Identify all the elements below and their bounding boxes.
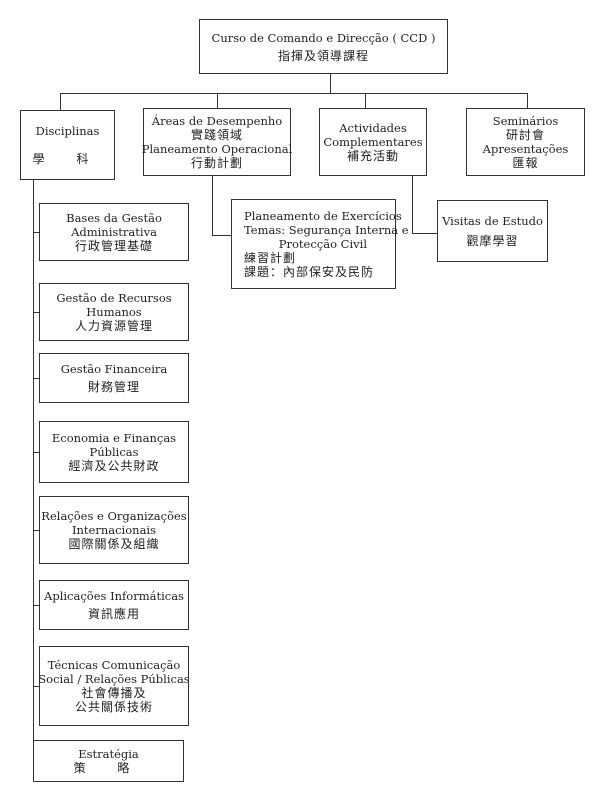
- seminarios-title-cn: 研討會: [505, 128, 545, 142]
- subject-box-tecnicas-comunicacao: Técnicas Comunicação Social / Relações P…: [38, 646, 190, 726]
- areas-title: Áreas de Desempenho: [151, 114, 283, 128]
- visitas-title: Visitas de Estudo: [442, 214, 543, 228]
- actividades-title: Actividades: [339, 121, 407, 135]
- subject-title: Gestão Financeira: [60, 362, 168, 376]
- subject-title-cn: 財務管理: [87, 380, 140, 394]
- apresentacoes-title: Apresentações: [482, 142, 569, 156]
- connector-root-down: [330, 74, 332, 94]
- subject-title-cn: 社會傳播及: [81, 686, 147, 700]
- areas-box: Áreas de Desempenho 實踐領域 Planeamento Ope…: [141, 108, 293, 176]
- subject-box-aplicacoes-informaticas: Aplicações Informáticas 資訊應用: [39, 580, 189, 630]
- connector-to-subject-2: [33, 312, 39, 314]
- subject-title-cn: 行政管理基礎: [74, 239, 153, 253]
- subject-title-2: Internacionais: [71, 523, 157, 537]
- connector-to-subject-4: [33, 452, 39, 454]
- connector-to-subject-7: [33, 686, 39, 688]
- areas-subtitle-cn: 行動計劃: [190, 156, 243, 170]
- seminarios-box: Seminários 研討會 Apresentações 匯報: [466, 108, 585, 176]
- subject-title-2: Humanos: [86, 305, 142, 319]
- subject-title: Relações e Organizações: [41, 509, 187, 523]
- connector-branch-bar: [60, 93, 528, 95]
- connector-to-subject-6: [33, 605, 39, 607]
- connector-to-exercicios: [212, 235, 231, 237]
- connector-to-actividades: [365, 93, 367, 108]
- actividades-title-cn: 補充活動: [346, 149, 399, 163]
- connector-to-subject-1: [33, 232, 39, 234]
- disciplinas-box: Disciplinas 學 科: [20, 110, 115, 180]
- connector-areas-down: [212, 176, 214, 236]
- connector-to-visitas: [412, 233, 437, 235]
- subject-title-cn: 人力資源管理: [74, 319, 153, 333]
- connector-actividades-down: [412, 176, 414, 234]
- exercicios-temas-2: Protecção Civil: [278, 237, 367, 251]
- subject-title-cn: 策 略: [73, 761, 144, 775]
- subject-box-estrategia: Estratégia 策 略: [33, 740, 184, 782]
- connector-to-seminarios: [527, 93, 529, 108]
- connector-to-subject-3: [33, 378, 39, 380]
- connector-to-disciplinas: [60, 93, 62, 110]
- subject-title: Gestão de Recursos: [56, 291, 172, 305]
- subject-title-cn: 經濟及公共財政: [68, 459, 160, 473]
- exercicios-temas: Temas: Segurança Interna e: [244, 223, 409, 237]
- subject-box-recursos-humanos: Gestão de Recursos Humanos 人力資源管理: [39, 283, 189, 341]
- subject-title: Economia e Finanças: [51, 431, 177, 445]
- subject-title: Técnicas Comunicação: [47, 658, 181, 672]
- root-title: Curso de Comando e Direcção ( CCD ): [211, 30, 436, 45]
- subject-box-relacoes-internacionais: Relações e Organizações Internacionais 國…: [39, 496, 189, 564]
- areas-title-cn: 實踐領域: [190, 128, 243, 142]
- subject-title: Aplicações Informáticas: [44, 589, 184, 603]
- subject-title-cn: 國際關係及組織: [68, 537, 160, 551]
- subject-title-2: Públicas: [89, 445, 139, 459]
- subject-box-economia-financas: Economia e Finanças Públicas 經濟及公共財政: [39, 421, 189, 483]
- subject-box-bases-gestao: Bases da Gestão Administrativa 行政管理基礎: [39, 203, 189, 261]
- exercicios-temas-cn: 課題：內部保安及民防: [244, 265, 375, 279]
- subject-title: Bases da Gestão: [66, 211, 162, 225]
- seminarios-title: Seminários: [492, 114, 559, 128]
- exercicios-title: Planeamento de Exercícios: [244, 209, 402, 223]
- connector-disciplinas-spine: [33, 180, 35, 765]
- actividades-box: Actividades Complementares 補充活動: [319, 108, 427, 176]
- connector-to-subject-5: [33, 530, 39, 532]
- subject-title: Estratégia: [78, 747, 139, 761]
- disciplinas-label-cn: 學 科: [32, 151, 103, 166]
- apresentacoes-title-cn: 匯報: [512, 156, 539, 170]
- exercicios-box: Planeamento de Exercícios Temas: Seguran…: [231, 199, 409, 289]
- subject-box-gestao-financeira: Gestão Financeira 財務管理: [39, 353, 189, 403]
- root-title-cn: 指揮及領導課程: [277, 48, 369, 63]
- visitas-title-cn: 觀摩學習: [466, 234, 519, 248]
- subject-title-2: Social / Relações Públicas: [38, 672, 190, 686]
- actividades-title-2: Complementares: [323, 135, 423, 149]
- subject-title-2: Administrativa: [71, 225, 157, 239]
- areas-subtitle: Planeamento Operacional: [141, 142, 293, 156]
- root-course-box: Curso de Comando e Direcção ( CCD ) 指揮及領…: [199, 19, 448, 74]
- visitas-box: Visitas de Estudo 觀摩學習: [437, 200, 548, 262]
- connector-to-areas: [217, 93, 219, 108]
- subject-title-cn-2: 公共關係技術: [74, 700, 153, 714]
- exercicios-title-cn: 練習計劃: [244, 251, 297, 265]
- disciplinas-label: Disciplinas: [35, 124, 100, 139]
- subject-title-cn: 資訊應用: [87, 607, 140, 621]
